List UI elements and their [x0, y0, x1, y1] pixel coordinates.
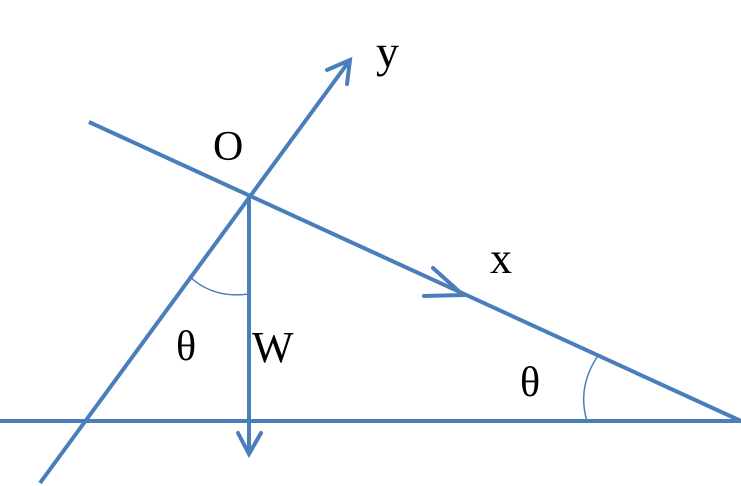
theta-left-label: θ: [176, 324, 196, 370]
angle-arc-right: [582, 356, 598, 422]
incline-line: [88, 120, 741, 423]
x-axis-arrowhead: [422, 266, 469, 298]
weight-label: W: [252, 323, 294, 372]
y-axis-line: [38, 58, 352, 485]
weight-arrowhead: [236, 431, 263, 459]
theta-right-label: θ: [520, 360, 540, 406]
y-axis-label: y: [376, 26, 399, 77]
angle-arc-left: [188, 275, 250, 296]
origin-label: O: [213, 124, 243, 170]
y-axis-arrowhead: [325, 56, 353, 86]
x-axis-label: x: [490, 234, 512, 283]
